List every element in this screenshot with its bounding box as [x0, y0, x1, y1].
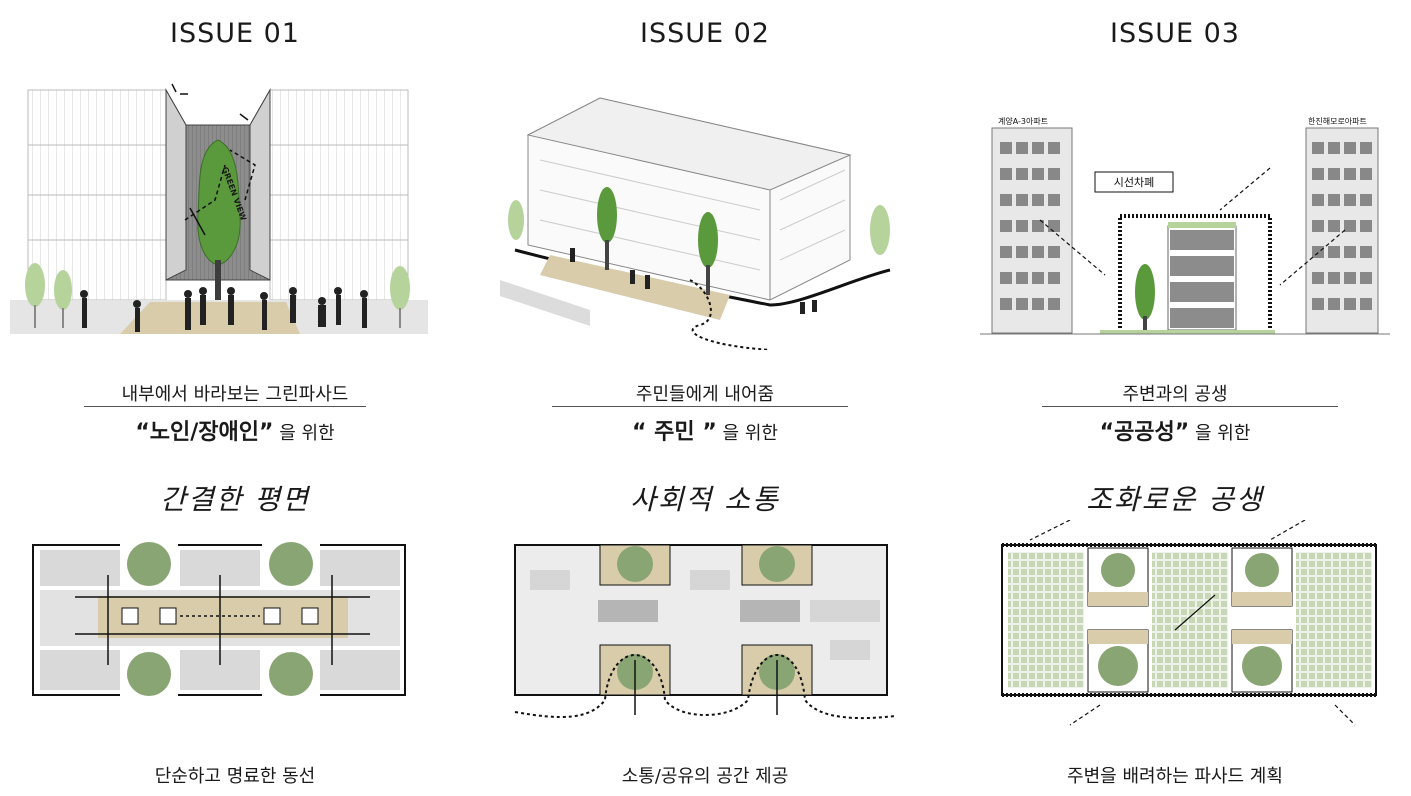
target-group: 공공성 — [1114, 420, 1175, 445]
green-facade-svg: GREEN VIEW — [0, 70, 470, 350]
green-facade-elevation: GREEN VIEW — [0, 70, 470, 350]
community-axonometric — [470, 70, 940, 350]
divider-line — [552, 406, 848, 407]
concept-caption: 주변을 배려하는 파사드 계획 — [940, 762, 1410, 788]
target-group: 주민 — [647, 420, 703, 445]
quote-open: “ — [135, 420, 149, 445]
quote-close: ” — [1175, 420, 1189, 445]
concept-caption: 소통/공유의 공간 제공 — [470, 762, 940, 788]
issue-subtitle: 주변과의 공생 — [940, 380, 1410, 406]
issue-02-column: ISSUE 02 주민들에게 내어줌 “ 주민 ” 을 위한 사회적 소통 — [470, 0, 940, 796]
concept-title: 사회적 소통 — [470, 478, 940, 518]
quote-close: ” — [259, 420, 273, 445]
concept-title: 조화로운 공생 — [940, 478, 1410, 518]
concept-caption: 단순하고 명료한 동선 — [0, 762, 470, 788]
issue-03-column: ISSUE 03 계양A-3아파트 한진해모로아파트 — [940, 0, 1410, 796]
simple-plan-diagram — [0, 520, 470, 730]
issue-heading: ISSUE 03 — [940, 18, 1410, 49]
target-group-line: “노인/장애인” 을 위한 — [0, 414, 470, 446]
target-group-line: “공공성” 을 위한 — [940, 414, 1410, 446]
left-building-label: 계양A-3아파트 — [998, 116, 1048, 126]
concept-title: 간결한 평면 — [0, 478, 470, 518]
target-suffix: 을 위한 — [279, 423, 334, 444]
target-suffix: 을 위한 — [723, 423, 778, 444]
right-building-label: 한진해모로아파트 — [1308, 116, 1367, 126]
screening-section-svg: 계양A-3아파트 한진해모로아파트 시선차폐 — [940, 70, 1410, 350]
issue-subtitle: 내부에서 바라보는 그린파사드 — [0, 380, 470, 406]
communication-plan-svg — [470, 520, 940, 730]
quote-open: “ — [632, 420, 646, 445]
target-suffix: 을 위한 — [1195, 423, 1250, 444]
issue-subtitle: 주민들에게 내어줌 — [470, 380, 940, 406]
axonometric-svg — [470, 70, 940, 350]
target-group-line: “ 주민 ” 을 위한 — [470, 414, 940, 446]
issue-01-column: ISSUE 01 — [0, 0, 470, 796]
divider-line — [84, 406, 366, 407]
harmony-plan-svg — [940, 520, 1410, 730]
issue-heading: ISSUE 01 — [0, 18, 470, 49]
quote-close: ” — [702, 420, 716, 445]
issue-heading: ISSUE 02 — [470, 18, 940, 49]
communication-plan-diagram — [470, 520, 940, 730]
harmony-plan-diagram — [940, 520, 1410, 730]
divider-line — [1042, 406, 1338, 407]
target-group: 노인/장애인 — [150, 420, 259, 445]
view-screen-callout: 시선차폐 — [1114, 176, 1154, 189]
quote-open: “ — [1100, 420, 1114, 445]
simple-plan-svg — [0, 520, 470, 730]
screening-section: 계양A-3아파트 한진해모로아파트 시선차폐 — [940, 70, 1410, 350]
